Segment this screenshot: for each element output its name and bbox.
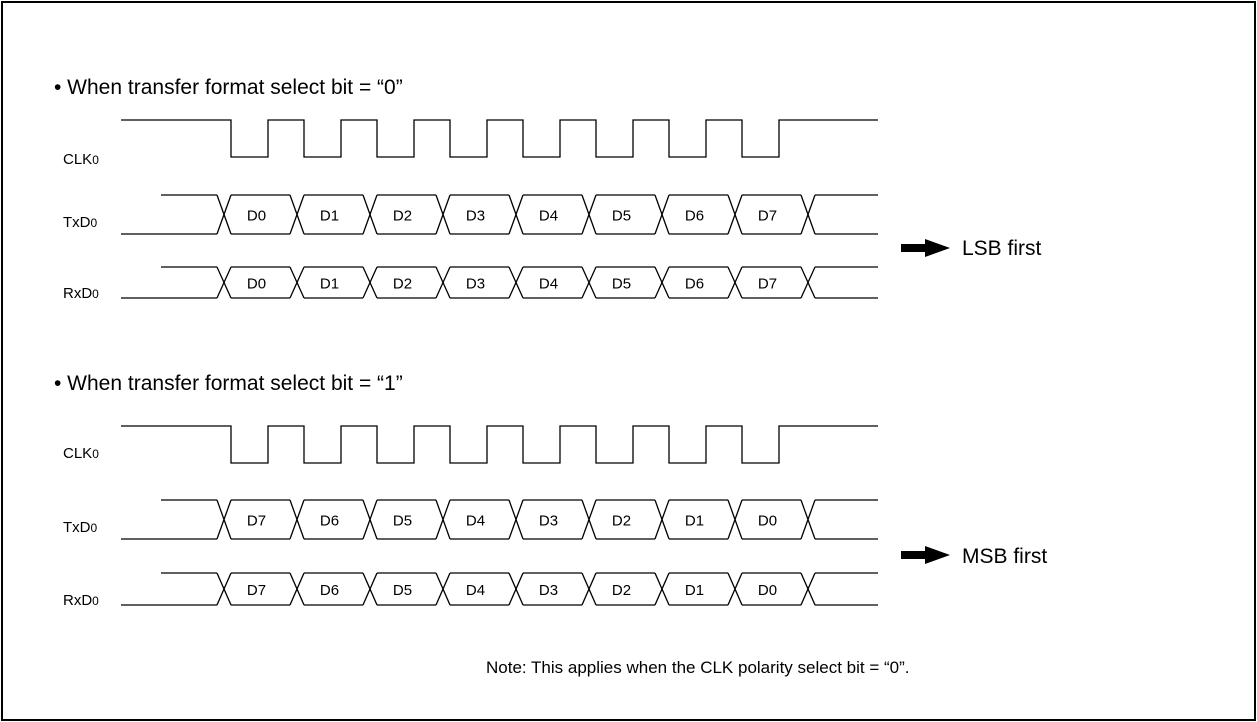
clock-label: CLK0 bbox=[63, 445, 99, 462]
bit-label: D0 bbox=[247, 276, 266, 293]
bus-edge bbox=[581, 499, 597, 540]
bus-edge bbox=[654, 499, 670, 540]
bus-edge bbox=[800, 572, 816, 606]
txd-label: TxD0 bbox=[63, 214, 98, 231]
bit-order-result: MSB first bbox=[962, 545, 1047, 568]
bus-edge bbox=[289, 499, 305, 540]
bus-edge bbox=[362, 499, 378, 540]
txd-waveform: D0 D1 D2 D3 D4 D5 D6 D7 bbox=[121, 194, 878, 235]
bit-label: D5 bbox=[393, 513, 412, 530]
bit-label: D4 bbox=[539, 276, 558, 293]
bus-edge bbox=[216, 499, 232, 540]
right-arrow-icon bbox=[901, 239, 950, 257]
bit-label: D0 bbox=[758, 513, 777, 530]
bus-edge bbox=[581, 572, 597, 606]
bit-label: D4 bbox=[466, 513, 485, 530]
bit-label: D7 bbox=[758, 208, 777, 225]
rxd-label: RxD0 bbox=[63, 592, 99, 609]
bit-label: D1 bbox=[320, 276, 339, 293]
bus-edge bbox=[216, 572, 232, 606]
bus-edge bbox=[216, 266, 232, 299]
bit-label: D6 bbox=[320, 582, 339, 599]
txd-waveform: D7 D6 D5 D4 D3 D2 D1 D0 bbox=[121, 499, 878, 540]
bus-edge bbox=[800, 266, 816, 299]
bit-label: D4 bbox=[539, 208, 558, 225]
bus-edge bbox=[435, 499, 451, 540]
bus-edge bbox=[581, 194, 597, 235]
section-heading: • When transfer format select bit = “0” bbox=[54, 76, 403, 99]
bus-edge bbox=[362, 266, 378, 299]
bit-label: D5 bbox=[612, 276, 631, 293]
bus-edge bbox=[727, 194, 743, 235]
bit-label: D6 bbox=[685, 208, 704, 225]
bus-edge bbox=[727, 572, 743, 606]
bit-label: D7 bbox=[758, 276, 777, 293]
bus-edge bbox=[800, 194, 816, 235]
rxd-label: RxD0 bbox=[63, 285, 99, 302]
bit-label: D6 bbox=[685, 276, 704, 293]
bit-label: D2 bbox=[393, 276, 412, 293]
bit-label: D5 bbox=[393, 582, 412, 599]
bit-label: D5 bbox=[612, 208, 631, 225]
bit-label: D7 bbox=[247, 513, 266, 530]
bit-label: D1 bbox=[685, 582, 704, 599]
bus-edge bbox=[800, 499, 816, 540]
bit-label: D0 bbox=[758, 582, 777, 599]
bus-edge bbox=[508, 266, 524, 299]
rxd-waveform: D7 D6 D5 D4 D3 D2 D1 D0 bbox=[121, 572, 878, 606]
bit-label: D7 bbox=[247, 582, 266, 599]
bus-edge bbox=[289, 266, 305, 299]
bit-order-result: LSB first bbox=[962, 237, 1042, 260]
txd-label: TxD0 bbox=[63, 519, 98, 536]
polarity-note: Note: This applies when the CLK polarity… bbox=[486, 658, 909, 677]
bit-label: D2 bbox=[612, 582, 631, 599]
bit-label: D2 bbox=[612, 513, 631, 530]
bus-edge bbox=[508, 194, 524, 235]
bit-label: D4 bbox=[466, 582, 485, 599]
section-lsb-first: • When transfer format select bit = “0” … bbox=[54, 76, 1042, 302]
bus-edge bbox=[508, 572, 524, 606]
bus-edge bbox=[362, 572, 378, 606]
bus-edge bbox=[289, 194, 305, 235]
bit-label: D1 bbox=[320, 208, 339, 225]
clock-waveform bbox=[121, 119, 878, 158]
section-msb-first: • When transfer format select bit = “1” … bbox=[54, 372, 1047, 609]
right-arrow-icon bbox=[901, 546, 950, 564]
bit-label: D2 bbox=[393, 208, 412, 225]
bus-edge bbox=[654, 266, 670, 299]
bus-edge bbox=[508, 499, 524, 540]
bus-edge bbox=[216, 194, 232, 235]
bit-label: D0 bbox=[247, 208, 266, 225]
bus-edge bbox=[654, 194, 670, 235]
bus-edge bbox=[435, 266, 451, 299]
bit-label: D3 bbox=[539, 513, 558, 530]
bus-edge bbox=[581, 266, 597, 299]
bus-edge bbox=[435, 572, 451, 606]
bit-label: D6 bbox=[320, 513, 339, 530]
bit-label: D3 bbox=[466, 208, 485, 225]
clock-waveform bbox=[121, 425, 878, 464]
bus-edge bbox=[435, 194, 451, 235]
bus-edge bbox=[362, 194, 378, 235]
bit-label: D3 bbox=[539, 582, 558, 599]
section-heading: • When transfer format select bit = “1” bbox=[54, 372, 403, 395]
bus-edge bbox=[727, 266, 743, 299]
bus-edge bbox=[289, 572, 305, 606]
rxd-waveform: D0 D1 D2 D3 D4 D5 D6 D7 bbox=[121, 266, 878, 299]
bus-edge bbox=[727, 499, 743, 540]
bus-edge bbox=[654, 572, 670, 606]
clock-label: CLK0 bbox=[63, 151, 99, 168]
bit-label: D1 bbox=[685, 513, 704, 530]
bit-label: D3 bbox=[466, 276, 485, 293]
